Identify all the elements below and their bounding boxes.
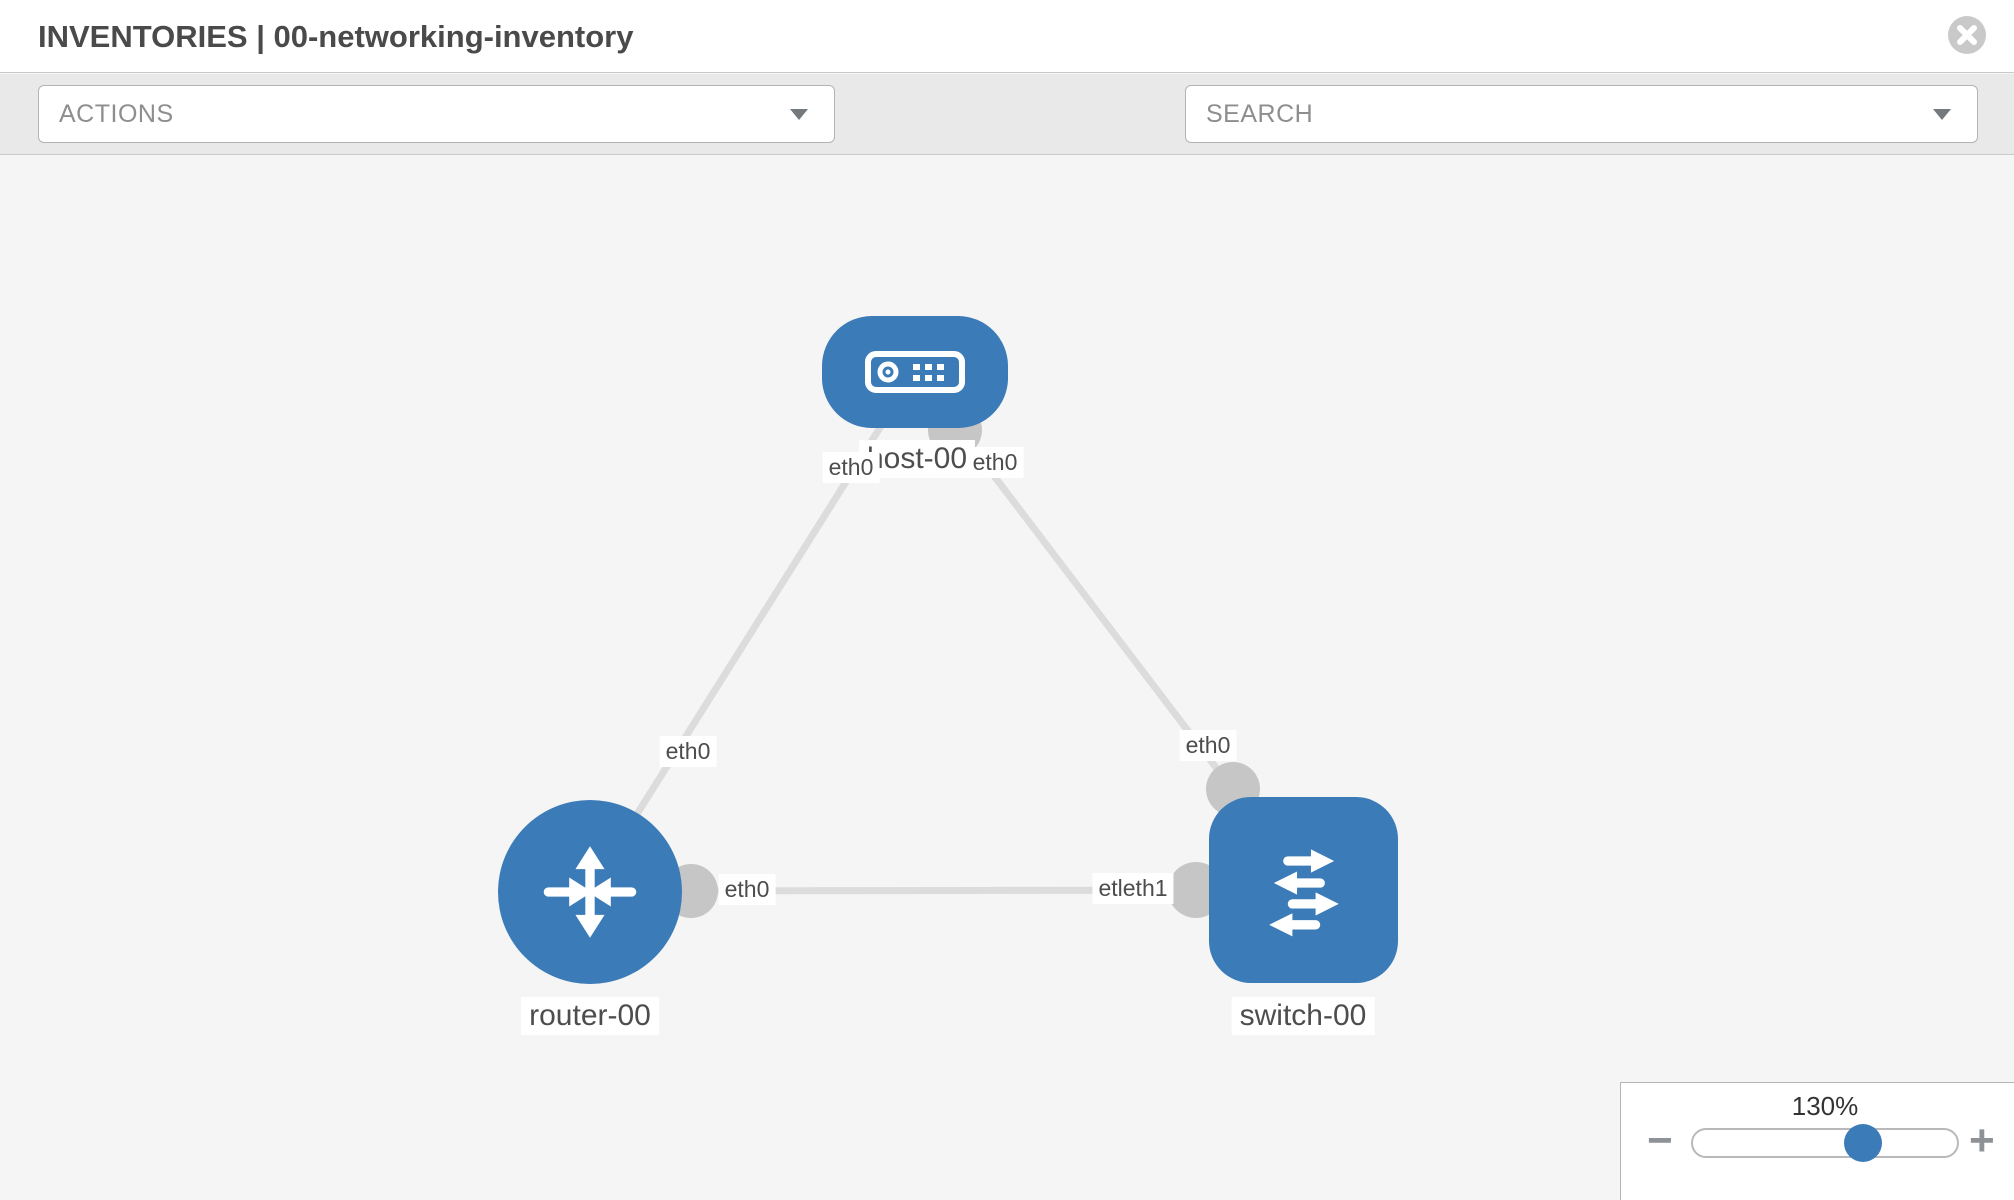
router-icon [543, 846, 637, 938]
node-switch-00[interactable] [1209, 797, 1398, 983]
search-dropdown-label: SEARCH [1206, 99, 1314, 128]
links-layer [585, 369, 1304, 918]
node-host-00[interactable] [822, 316, 1008, 428]
zoom-panel: 130% − + [1620, 1082, 2014, 1200]
zoom-slider-thumb[interactable] [1844, 1124, 1882, 1162]
topology-canvas[interactable]: host-00 router-00 switch-00 eth0 eth0 et… [0, 156, 2014, 1200]
node-label-switch: switch-00 [1231, 997, 1375, 1035]
switch-icon [1268, 849, 1339, 937]
chevron-down-icon [1933, 109, 1951, 120]
zoom-out-button[interactable]: − [1647, 1116, 1673, 1165]
node-label-router: router-00 [521, 997, 659, 1035]
zoom-slider-track[interactable] [1691, 1128, 1959, 1158]
host-icon [865, 351, 965, 393]
header: INVENTORIES | 00-networking-inventory [0, 0, 2014, 73]
interface-label-router-uplink: eth0 [659, 736, 717, 767]
search-dropdown[interactable]: SEARCH [1185, 85, 1978, 143]
toolbar: ACTIONS SEARCH [0, 74, 2014, 212]
interface-label-switch-eth1: etleth1 [1092, 873, 1174, 904]
interface-label-switch-uplink: eth0 [1179, 730, 1237, 761]
zoom-level-value: 130% [1791, 1091, 1859, 1121]
zoom-in-button[interactable]: + [1969, 1116, 1995, 1165]
actions-dropdown-label: ACTIONS [59, 99, 174, 128]
interface-label-host-left: eth0 [822, 452, 880, 483]
node-router-00[interactable] [498, 800, 682, 984]
actions-dropdown[interactable]: ACTIONS [38, 85, 835, 143]
chevron-down-icon [790, 109, 808, 120]
interface-label-host-right: eth0 [966, 447, 1024, 478]
close-button[interactable] [1946, 14, 1988, 56]
page-title: INVENTORIES | 00-networking-inventory [38, 19, 634, 54]
interface-label-router-eth0: eth0 [718, 874, 776, 905]
close-icon [1948, 16, 1986, 54]
